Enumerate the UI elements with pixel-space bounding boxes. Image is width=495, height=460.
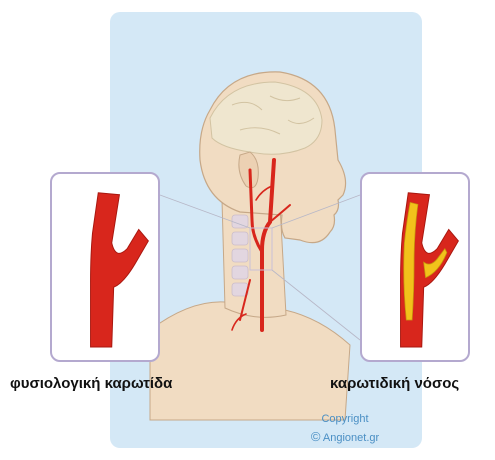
diseased-carotid-artery xyxy=(362,174,468,360)
normal-carotid-label: φυσιολογική καρωτίδα xyxy=(10,375,172,392)
shoulder xyxy=(150,302,350,420)
normal-carotid-inset xyxy=(50,172,160,362)
copyright-owner: © Angionet.gr xyxy=(300,428,390,447)
diseased-carotid-inset xyxy=(360,172,470,362)
carotid-disease-label: καρωτιδική νόσος xyxy=(330,375,459,392)
copyright-notice: Copyright © Angionet.gr xyxy=(300,410,390,447)
cervical-spine xyxy=(232,215,248,296)
normal-carotid-artery xyxy=(52,174,158,360)
copyright-symbol: © xyxy=(311,429,321,444)
copyright-site: Angionet.gr xyxy=(323,432,379,444)
copyright-text: Copyright xyxy=(300,410,390,428)
